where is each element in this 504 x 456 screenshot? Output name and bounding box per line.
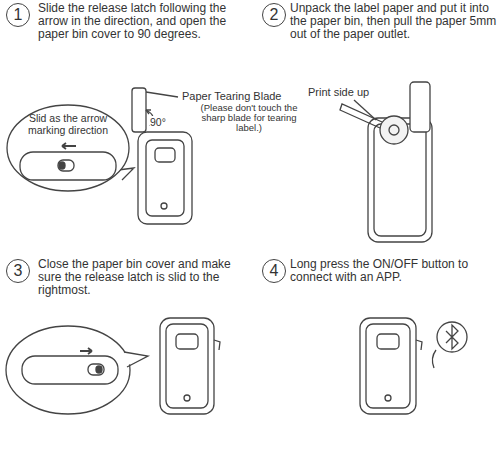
bubble-text: Slid as the arrow marking direction	[20, 113, 116, 136]
angle-label: 90°	[150, 116, 180, 128]
step-number: 3	[6, 259, 30, 283]
step-number: 4	[262, 259, 286, 283]
instruction-text: (Please don't touch the sharp blade for …	[190, 103, 308, 133]
instruction-text: Paper Tearing Blade	[182, 90, 322, 102]
instruction-text: Unpack the label paper and put it into t…	[290, 2, 500, 41]
instruction-text: Slide the release latch following the ar…	[38, 2, 256, 41]
instruction-text: Close the paper bin cover and make sure …	[38, 258, 256, 297]
step-number: 1	[6, 3, 30, 27]
callout-number: 4	[270, 262, 279, 280]
callout-number: 3	[14, 262, 23, 280]
callout-bubble: Slid as the arrow marking direction	[6, 104, 130, 192]
callout-number: 2	[270, 6, 279, 24]
step-number: 2	[262, 3, 286, 27]
instruction-text: Print side up	[308, 86, 388, 98]
callout-number: 1	[14, 6, 23, 24]
instruction-text: Long press the ON/OFF button to connect …	[290, 258, 500, 284]
